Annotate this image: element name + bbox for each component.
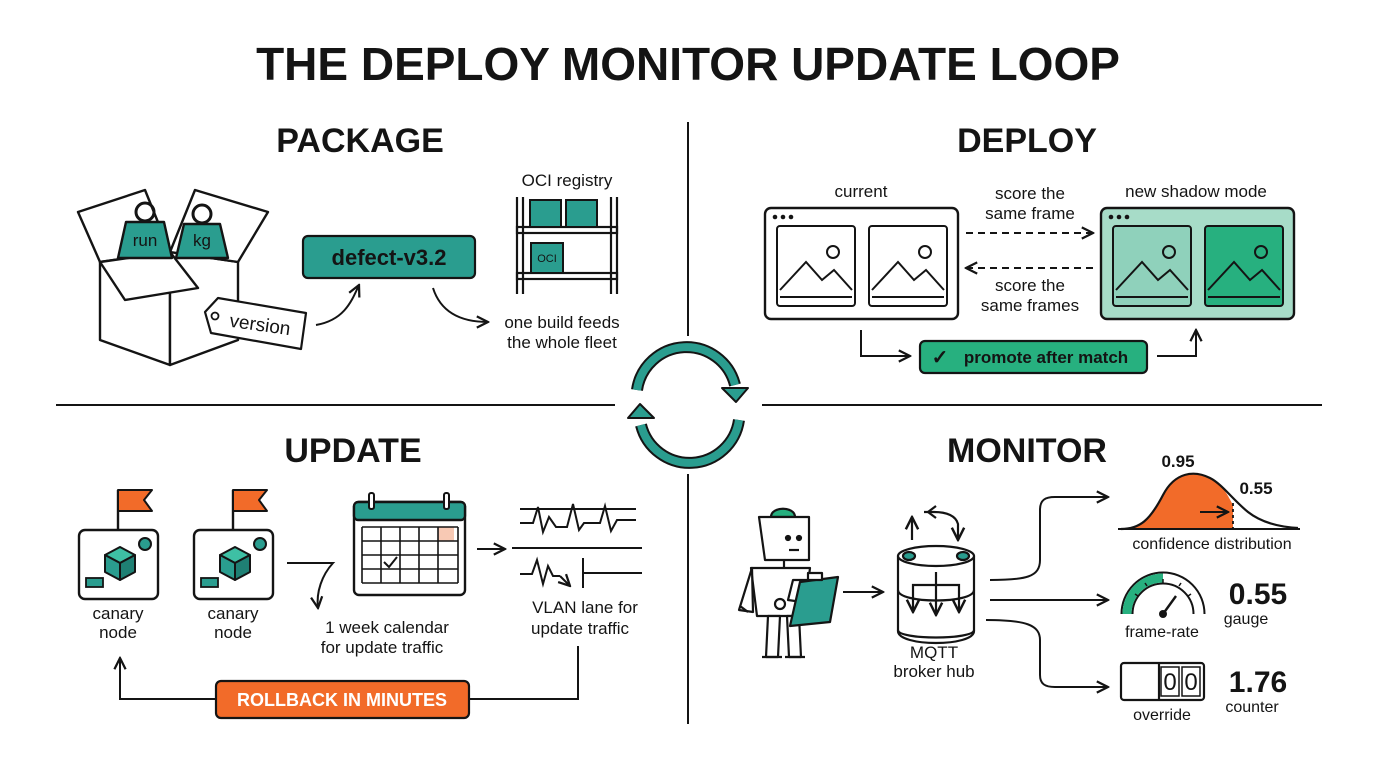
weight-icon: run [116, 201, 174, 260]
flow-arrow [985, 619, 1108, 687]
image-icon [868, 225, 948, 307]
calendar-icon [352, 492, 467, 597]
vlan-note: update traffic [531, 619, 629, 638]
cycle-arrows-icon [633, 343, 743, 467]
canary-node: canary node [77, 489, 160, 642]
svg-text:canary: canary [92, 604, 144, 623]
shelf-icon: OCI [515, 197, 619, 294]
counter-label: override [1133, 707, 1191, 724]
dist-value-high: 0.95 [1161, 452, 1194, 471]
waveform-icon [512, 502, 642, 588]
flow-arrow [989, 497, 1108, 581]
gauge-label: frame-rate [1125, 624, 1199, 641]
flow-arrow [315, 285, 359, 326]
weight-icon: kg [174, 203, 230, 260]
registry-label: OCI registry [522, 171, 613, 190]
counter-digit: 0 [1184, 669, 1197, 696]
svg-text:kg: kg [193, 231, 211, 250]
svg-text:promote after match: promote after match [964, 348, 1128, 367]
counter-digit: 0 [1163, 669, 1176, 696]
deploy-heading: DEPLOY [957, 122, 1097, 160]
cube-icon [219, 546, 251, 581]
fleet-note: the whole fleet [507, 333, 617, 352]
svg-text:node: node [99, 623, 137, 642]
tag-icon: version [203, 296, 308, 351]
svg-text:ROLLBACK IN MINUTES: ROLLBACK IN MINUTES [237, 690, 447, 710]
svg-text:same frames: same frames [981, 296, 1079, 315]
flag-icon [232, 489, 268, 512]
canary-node: canary node [192, 489, 275, 642]
counter-caption: counter [1225, 699, 1279, 716]
image-icon [1204, 225, 1284, 307]
broker-label: MQTT [910, 643, 958, 662]
shadow-label: new shadow mode [1125, 182, 1267, 201]
calendar-note: for update traffic [321, 638, 444, 657]
current-label: current [835, 182, 888, 201]
cycle-arrowhead [721, 387, 749, 403]
rollback-badge: ROLLBACK IN MINUTES [214, 679, 471, 720]
image-icon [776, 225, 856, 307]
artifact-badge: defect-v3.2 [301, 234, 477, 280]
counter-icon [1119, 661, 1206, 702]
flow-arrow [287, 562, 336, 608]
page-title: THE DEPLOY MONITOR UPDATE LOOP [256, 38, 1120, 90]
package-heading: PACKAGE [276, 122, 444, 160]
svg-text:defect-v3.2: defect-v3.2 [332, 245, 447, 270]
cube-icon [104, 546, 136, 581]
flag-icon [117, 489, 153, 512]
svg-text:score the: score the [995, 184, 1065, 203]
svg-text:node: node [214, 623, 252, 642]
svg-text:run: run [133, 231, 158, 250]
vlan-note: VLAN lane for [532, 598, 638, 617]
svg-text:score the: score the [995, 276, 1065, 295]
window-icon [1099, 206, 1296, 321]
monitor-heading: MONITOR [947, 432, 1107, 470]
clipboard-icon [773, 571, 840, 628]
svg-text:canary: canary [207, 604, 259, 623]
cylinder-icon [896, 505, 976, 645]
flow-arrow [432, 287, 488, 322]
update-heading: UPDATE [284, 432, 421, 470]
check-icon: ✓ [932, 347, 949, 369]
package-section: PACKAGE run kg version [76, 122, 620, 367]
window-icon [763, 206, 960, 321]
promote-badge: ✓ promote after match [918, 339, 1149, 375]
image-icon [1112, 225, 1192, 307]
dist-value-low: 0.55 [1239, 479, 1272, 498]
monitor-section: MONITOR [737, 432, 1300, 724]
cycle-arrowhead [627, 403, 655, 419]
quadrant-dividers [56, 122, 1322, 724]
update-section: UPDATE canary node [77, 432, 642, 720]
flow-arrow [860, 330, 910, 356]
broker-label: broker hub [893, 662, 974, 681]
counter-value: 1.76 [1229, 666, 1287, 699]
gauge-value: 0.55 [1229, 578, 1287, 611]
svg-text:OCI: OCI [537, 253, 557, 265]
gauge-caption: gauge [1224, 611, 1269, 628]
calendar-note: 1 week calendar [325, 618, 449, 637]
gauge-icon [1120, 571, 1206, 618]
flow-arrow [1157, 330, 1196, 357]
bell-curve-icon [1118, 472, 1300, 531]
dist-label: confidence distribution [1132, 536, 1291, 553]
svg-text:same frame: same frame [985, 204, 1075, 223]
fleet-note: one build feeds [504, 313, 619, 332]
deploy-section: DEPLOY current new shadow mode [763, 122, 1296, 375]
